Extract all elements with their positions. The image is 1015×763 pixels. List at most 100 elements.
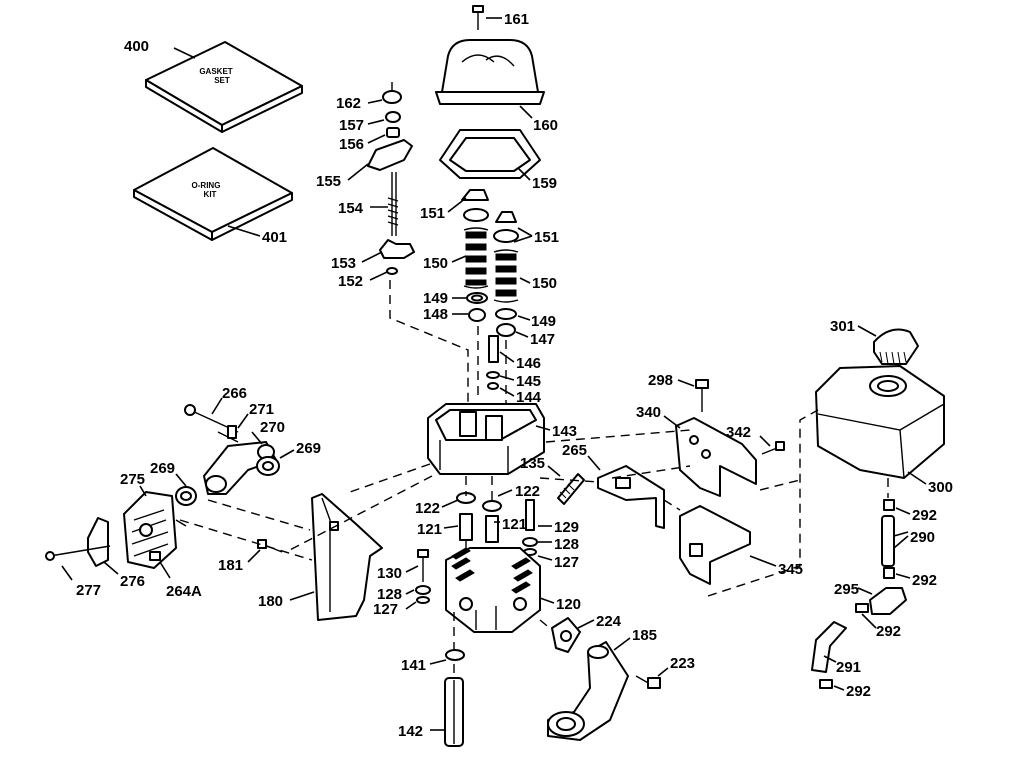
valve-cover-gasket: [439, 129, 541, 179]
gasket-set-box: GASKET SET: [145, 41, 303, 133]
callout-295: 295: [834, 581, 859, 598]
callout-149-left: 149: [423, 290, 448, 307]
callout-128-right: 128: [554, 536, 579, 553]
callout-264A: 264A: [166, 583, 202, 600]
callout-400: 400: [124, 38, 149, 55]
intake-studs: [184, 404, 239, 443]
callout-154: 154: [338, 200, 364, 217]
cylinder-head: [445, 547, 541, 633]
callout-148: 148: [423, 306, 448, 323]
callout-121-left: 121: [417, 521, 442, 538]
spark-plug: [557, 473, 585, 505]
cylinder-shroud: [311, 493, 383, 621]
tank-bracket-bolt: [761, 441, 785, 455]
guide-stack: [486, 335, 500, 390]
o-ring-kit-label-2: KIT: [204, 190, 217, 199]
callout-130: 130: [377, 565, 402, 582]
fuel-tank: [815, 365, 945, 479]
callout-162: 162: [336, 95, 361, 112]
callout-128-left: 128: [377, 586, 402, 603]
callout-270: 270: [260, 419, 285, 436]
callout-276: 276: [120, 573, 145, 590]
callout-401: 401: [262, 229, 287, 246]
head-bolt: [415, 549, 431, 604]
callout-292-a: 292: [912, 507, 937, 524]
shroud-screw: [257, 539, 283, 553]
callout-122-right: 122: [515, 483, 540, 500]
callout-151-left: 151: [420, 205, 445, 222]
gasket-set-label-2: SET: [214, 76, 230, 85]
push-rod-tube: [444, 649, 465, 747]
callout-291: 291: [836, 659, 861, 676]
callout-224: 224: [596, 613, 622, 630]
callout-161: 161: [504, 11, 529, 28]
callout-292-c: 292: [876, 623, 901, 640]
exhaust-gasket: [551, 617, 581, 653]
callout-277: 277: [76, 582, 101, 599]
callout-269-right: 269: [296, 440, 321, 457]
tank-bracket-screw: [695, 379, 709, 412]
callout-266: 266: [222, 385, 247, 402]
callout-127-right: 127: [554, 554, 579, 571]
callout-147: 147: [530, 331, 555, 348]
fuel-cap: [873, 328, 919, 365]
o-ring-kit-box: O-RING KIT: [133, 147, 293, 241]
callout-150-left: 150: [423, 255, 448, 272]
callout-345: 345: [778, 561, 803, 578]
callout-181: 181: [218, 557, 243, 574]
callout-149-right: 149: [531, 313, 556, 330]
callout-160: 160: [533, 117, 558, 134]
callout-298: 298: [648, 372, 673, 389]
valve-guides: [456, 492, 538, 556]
callout-185: 185: [632, 627, 657, 644]
callout-292-d: 292: [846, 683, 871, 700]
valve-cover-screw: [472, 5, 484, 30]
callout-155: 155: [316, 173, 341, 190]
callout-290: 290: [910, 529, 935, 546]
callout-292-b: 292: [912, 572, 937, 589]
callout-271: 271: [249, 401, 274, 418]
o-ring-kit-label-1: O-RING: [192, 181, 221, 190]
air-cleaner-bracket: [45, 517, 187, 567]
callout-151-right: 151: [534, 229, 559, 246]
callout-152: 152: [338, 273, 363, 290]
callout-153: 153: [331, 255, 356, 272]
callout-135: 135: [520, 455, 545, 472]
callout-146: 146: [516, 355, 541, 372]
callout-122-left: 122: [415, 500, 440, 517]
air-cleaner: [123, 491, 177, 569]
callout-127-left: 127: [373, 601, 398, 618]
callout-150-right: 150: [532, 275, 557, 292]
air-baffle-bracket: [597, 465, 665, 529]
valve-spring-right: [493, 211, 519, 337]
tank-bracket: [675, 417, 757, 497]
callout-129: 129: [554, 519, 579, 536]
callout-275: 275: [120, 471, 145, 488]
callout-223: 223: [670, 655, 695, 672]
callout-142: 142: [398, 723, 423, 740]
callout-145: 145: [516, 373, 541, 390]
callout-143: 143: [552, 423, 577, 440]
callout-269-left: 269: [150, 460, 175, 477]
rocker-assembly: [367, 82, 415, 275]
callout-340: 340: [636, 404, 661, 421]
gasket-set-label-1: GASKET: [199, 67, 232, 76]
callout-156: 156: [339, 136, 364, 153]
exhaust-pipe: [547, 641, 629, 741]
valve-cover: [435, 39, 545, 105]
callout-265: 265: [562, 442, 587, 459]
fuel-line-parts: [811, 499, 907, 689]
rocker-box: [427, 403, 545, 475]
intake-gaskets: [175, 456, 280, 506]
tank-support-plate: [679, 505, 751, 585]
callout-301: 301: [830, 318, 855, 335]
exhaust-bolt: [635, 675, 661, 689]
callout-342: 342: [726, 424, 751, 441]
callout-180: 180: [258, 593, 283, 610]
intake-elbow: [203, 441, 277, 495]
callout-157: 157: [339, 117, 364, 134]
callout-159: 159: [532, 175, 557, 192]
callout-121-right: 121: [502, 516, 527, 533]
